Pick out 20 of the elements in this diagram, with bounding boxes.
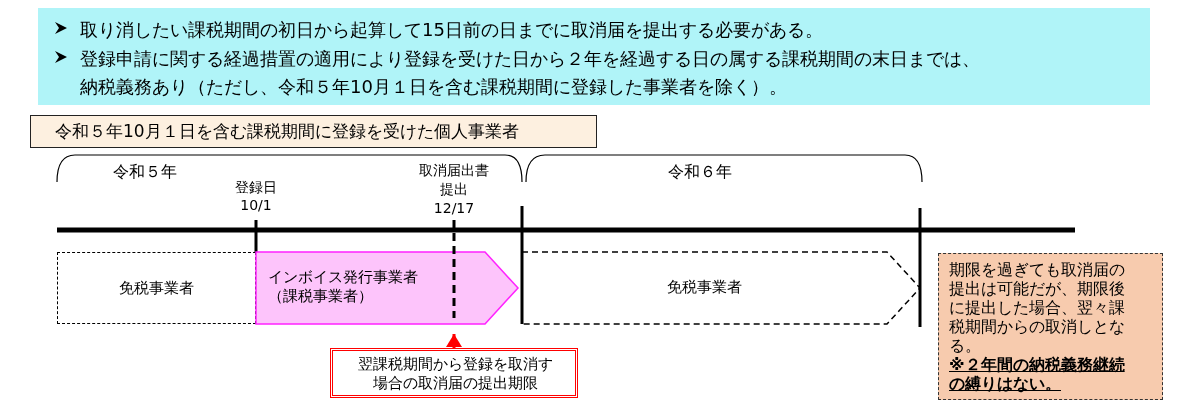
date-label: 取消届出書提出	[418, 161, 490, 199]
status-text: 免税事業者	[118, 279, 195, 298]
status-text: インボイス発行事業者（課税事業者）	[268, 268, 419, 306]
year-label: 令和６年	[668, 162, 733, 181]
heading-text: 令和５年10月１日を含む課税期間に登録を受けた個人事業者	[55, 121, 519, 143]
note-box	[938, 253, 1163, 400]
callout-text: 翌課税期間から登録を取消す場合の取消届の提出期限	[356, 355, 554, 393]
status-text: 免税事業者	[666, 278, 743, 297]
callout-box	[330, 348, 578, 398]
date-label: 登録日	[234, 178, 278, 197]
bullet-text: 取り消したい課税期間の初日から起算して15日前の日までに取消届を提出する必要がある。	[80, 18, 824, 42]
info-panel	[38, 8, 1150, 105]
date-label: 10/1	[239, 196, 273, 215]
bullet-text: 登録申請に関する経過措置の適用により登録を受けた日から２年を経過する日の属する課税期間の末日までは、納税義務あり（ただし、令和５年10月１日を含む課税期間に登録した事業者を除く）。	[80, 47, 981, 99]
note-text: 期限を過ぎても取消届の提出は可能だが、期限後に提出した場合、翌々課税期間からの取消しとなる。	[949, 260, 1126, 355]
year-label: 令和５年	[113, 162, 178, 181]
arrow	[446, 334, 462, 348]
date-label: 12/17	[432, 199, 476, 218]
note-emphasis: ※２年間の納税義務継続の縛りはない。	[949, 355, 1126, 393]
heading-box	[30, 115, 597, 148]
